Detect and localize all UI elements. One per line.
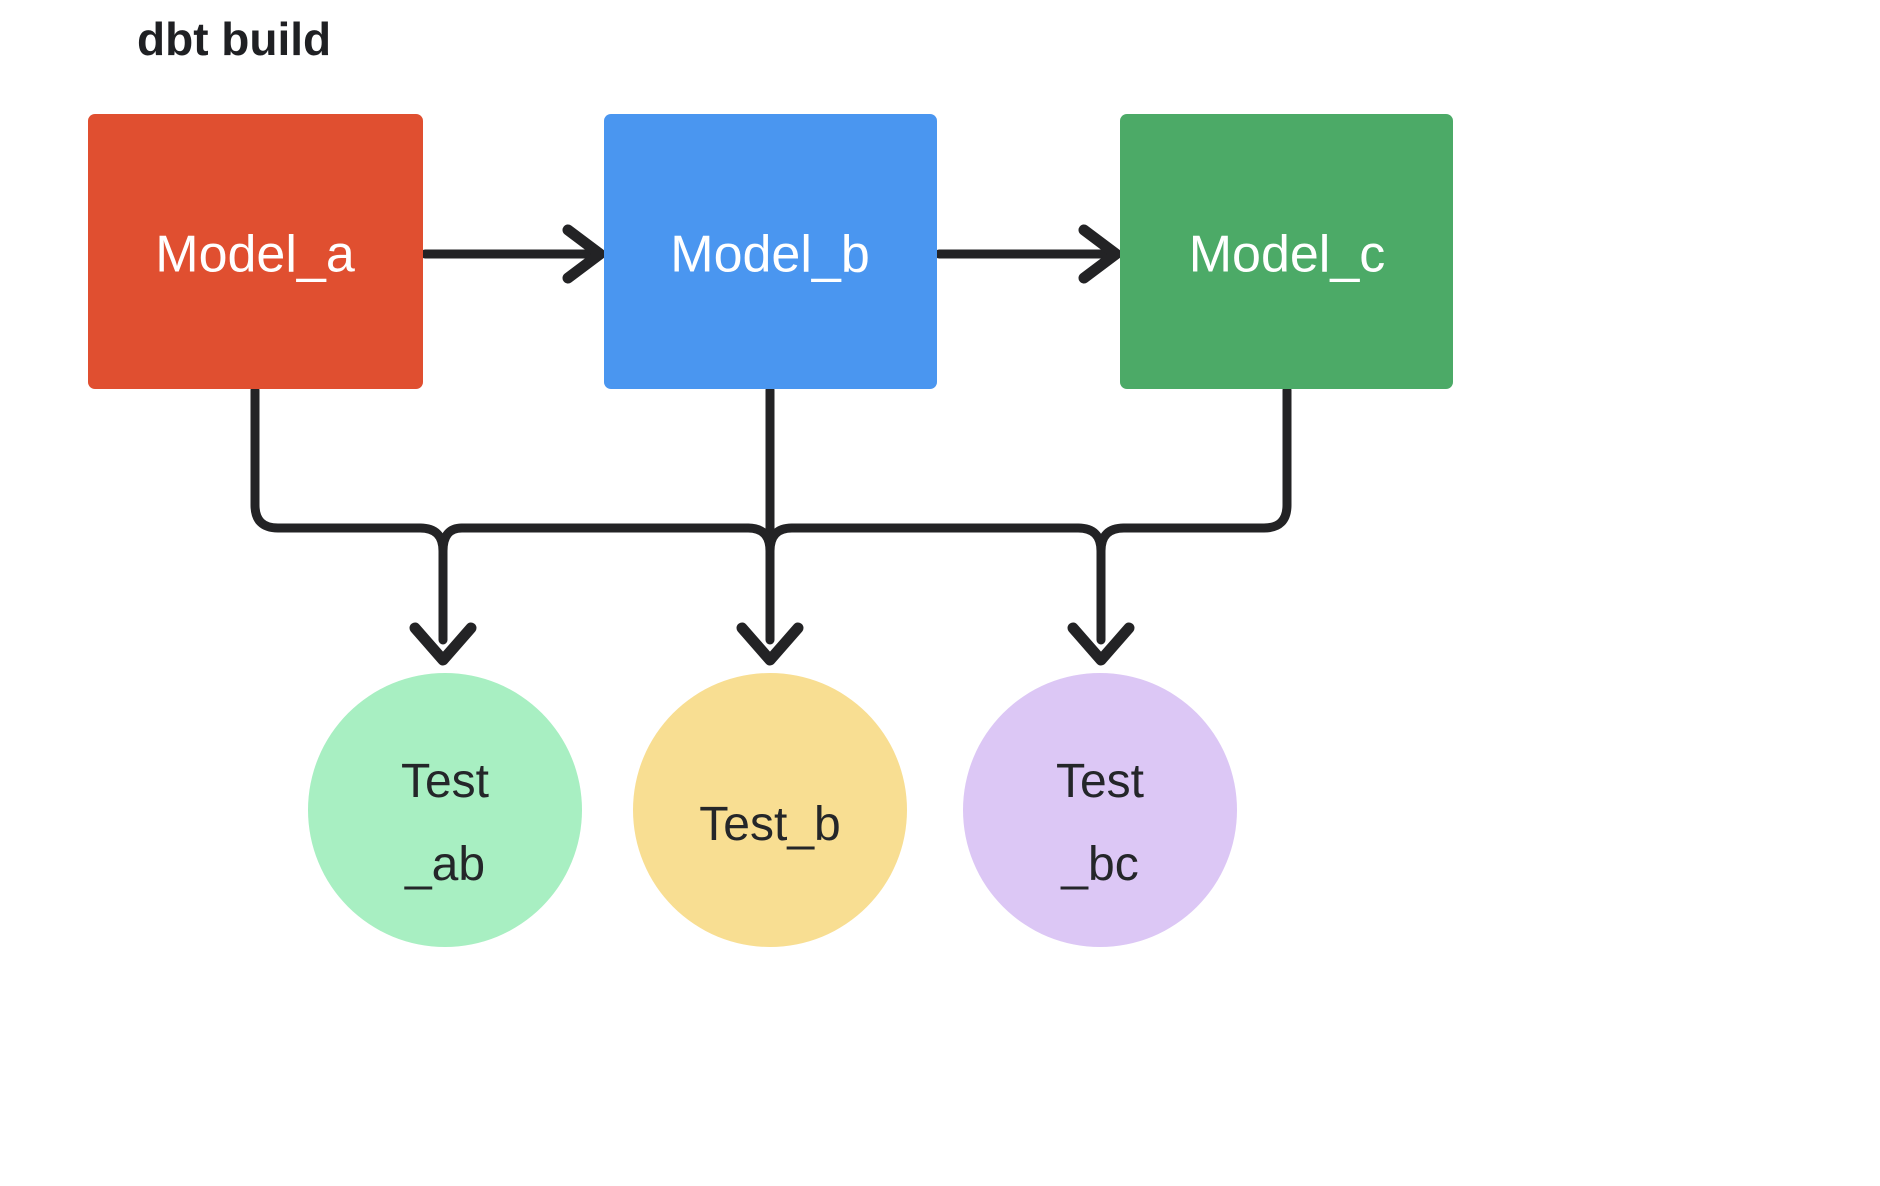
edge-bus-to-test-bc: [1067, 523, 1135, 666]
node-test-ab-label-line2: _ab: [404, 838, 485, 891]
node-test-b-label-line1: Test_b: [699, 798, 840, 851]
arrow-head-icon: [1067, 622, 1135, 666]
edge-model-b-to-model-c: [934, 224, 1122, 284]
node-model-c[interactable]: Model_c: [1120, 114, 1453, 389]
page-title: dbt build: [137, 13, 331, 65]
node-test-bc[interactable]: Test _bc: [963, 673, 1237, 947]
node-test-b-shape[interactable]: [633, 673, 907, 947]
node-model-c-label: Model_c: [1189, 226, 1386, 284]
node-model-a[interactable]: Model_a: [88, 114, 423, 389]
edge-model-a-to-bus: [250, 385, 425, 533]
node-model-b[interactable]: Model_b: [604, 114, 937, 389]
node-model-b-shape[interactable]: [604, 114, 937, 389]
node-test-bc-shape[interactable]: [963, 673, 1237, 947]
arrow-head-icon: [409, 622, 477, 666]
edge-model-a-to-model-b: [420, 224, 606, 284]
edge-bus-to-test-ab: [409, 523, 477, 666]
node-test-bc-label-line2: _bc: [1060, 838, 1138, 891]
test-node-group: Test _ab Test_b Test _bc: [308, 673, 1237, 947]
node-test-b[interactable]: Test_b: [633, 673, 907, 947]
arrow-head-icon: [736, 622, 804, 666]
node-test-ab-label-line1: Test: [401, 755, 489, 808]
node-model-c-shape[interactable]: [1120, 114, 1453, 389]
node-model-a-label: Model_a: [155, 226, 355, 284]
node-model-a-shape[interactable]: [88, 114, 423, 389]
edge-model-c-to-bus: [1119, 385, 1292, 533]
edge-layer: [250, 224, 1292, 666]
node-test-ab[interactable]: Test _ab: [308, 673, 582, 947]
arrow-head-icon: [562, 224, 606, 284]
node-test-ab-shape[interactable]: [308, 673, 582, 947]
node-model-b-label: Model_b: [670, 226, 869, 284]
model-node-group: Model_a Model_b Model_c: [88, 114, 1453, 389]
arrow-head-icon: [1078, 224, 1122, 284]
edge-model-b-to-test-b: [736, 385, 804, 666]
node-test-bc-label-line1: Test: [1056, 755, 1144, 808]
